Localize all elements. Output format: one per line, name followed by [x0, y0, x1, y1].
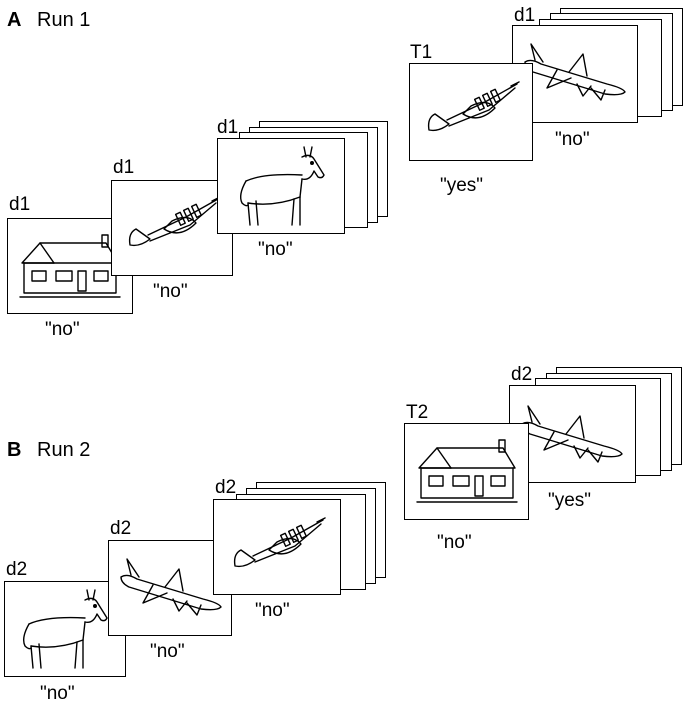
goat-icon — [239, 146, 325, 226]
run2-plane-card — [108, 540, 232, 636]
house-icon — [416, 439, 518, 503]
run2-trumpet-response: "no" — [255, 600, 290, 621]
run2-trumpet-label: d2 — [215, 477, 237, 498]
goat-icon — [22, 589, 108, 669]
run1-goat-response: "no" — [258, 239, 293, 260]
run2-target-card — [404, 423, 529, 520]
run1-house-response: "no" — [45, 319, 80, 340]
run2-trumpet-card — [213, 499, 341, 595]
run2-after-response: "yes" — [548, 490, 592, 511]
run2-goat-label: d2 — [6, 559, 28, 580]
run2-plane-response: "no" — [150, 641, 185, 662]
run1-goat-label: d1 — [217, 117, 239, 138]
run1-target-card — [409, 63, 533, 161]
airplane-icon — [120, 558, 222, 616]
run2-target-label: T2 — [406, 402, 429, 423]
run1-trumpet-card — [111, 180, 233, 276]
run2-goat-response: "no" — [40, 683, 75, 704]
run1-target-label: T1 — [410, 42, 433, 63]
run1-goat-card — [217, 138, 345, 234]
run2-target-response: "no" — [437, 532, 472, 553]
run1-target-response: "yes" — [440, 175, 484, 196]
run1-house-label: d1 — [9, 194, 31, 215]
panel-b-letter: B — [7, 439, 22, 461]
trumpet-icon — [128, 196, 221, 247]
airplane-icon — [521, 405, 623, 463]
run1-after-response: "no" — [555, 129, 590, 150]
run1-trumpet-label: d1 — [113, 157, 135, 178]
run2-after-card — [509, 385, 636, 483]
run1-after-card — [512, 25, 638, 123]
run2-after-label: d2 — [511, 364, 533, 385]
run1-trumpet-response: "no" — [153, 281, 188, 302]
panel-a-letter: A — [7, 9, 22, 31]
panel-b-title: Run 2 — [37, 439, 91, 461]
run2-goat-card — [4, 581, 126, 677]
run2-plane-label: d2 — [110, 518, 132, 539]
run1-after-label: d1 — [514, 5, 536, 26]
house-icon — [19, 234, 121, 298]
airplane-icon — [524, 43, 626, 101]
trumpet-icon — [233, 517, 326, 568]
trumpet-icon — [427, 81, 520, 132]
panel-a-title: Run 1 — [37, 9, 91, 31]
